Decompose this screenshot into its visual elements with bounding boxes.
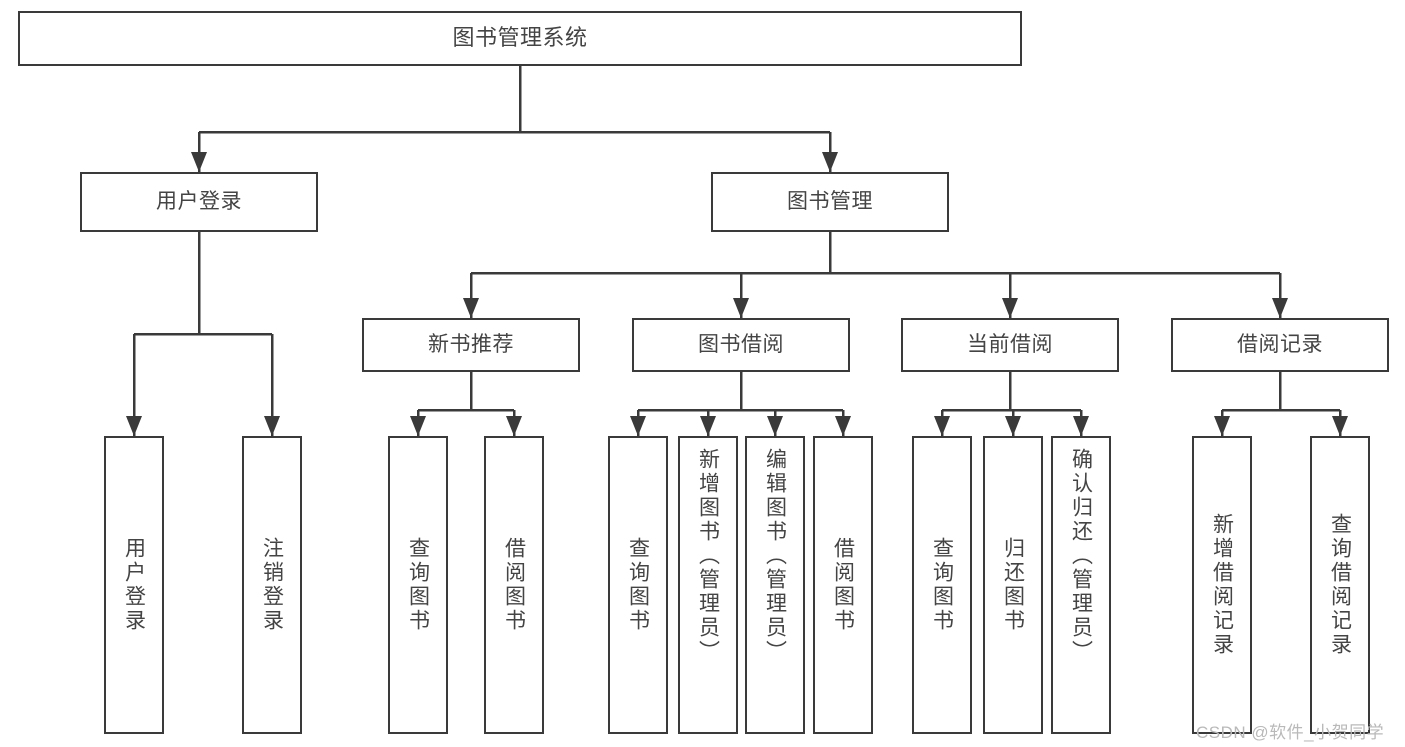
node-leaf-user-login[interactable]: 用户登录 <box>104 436 164 734</box>
node-label-leaf-add-book: 新增图书（管理员） <box>696 448 720 664</box>
node-leaf-query-record[interactable]: 查询借阅记录 <box>1310 436 1370 734</box>
node-label-leaf-query-book-1: 查询图书 <box>406 537 430 633</box>
node-label-leaf-confirm-return: 确认归还（管理员） <box>1069 448 1093 664</box>
node-leaf-return-book[interactable]: 归还图书 <box>983 436 1043 734</box>
node-leaf-edit-book[interactable]: 编辑图书（管理员） <box>745 436 805 734</box>
node-leaf-query-book-3[interactable]: 查询图书 <box>912 436 972 734</box>
watermark-text: CSDN @软件_小贺同学 <box>1196 723 1385 742</box>
node-label-leaf-edit-book: 编辑图书（管理员） <box>763 448 787 664</box>
node-leaf-query-book-1[interactable]: 查询图书 <box>388 436 448 734</box>
node-label-book-borrow: 图书借阅 <box>698 333 784 357</box>
node-label-leaf-return-book: 归还图书 <box>1001 537 1025 633</box>
node-leaf-add-book[interactable]: 新增图书（管理员） <box>678 436 738 734</box>
node-leaf-confirm-return[interactable]: 确认归还（管理员） <box>1051 436 1111 734</box>
node-label-leaf-query-book-2: 查询图书 <box>626 537 650 633</box>
node-label-book-manage: 图书管理 <box>787 190 873 214</box>
node-borrow-record[interactable]: 借阅记录 <box>1171 318 1389 372</box>
node-leaf-add-record[interactable]: 新增借阅记录 <box>1192 436 1252 734</box>
node-label-leaf-borrow-book-2: 借阅图书 <box>831 537 855 633</box>
node-label-borrow-record: 借阅记录 <box>1237 333 1323 357</box>
node-leaf-borrow-book-1[interactable]: 借阅图书 <box>484 436 544 734</box>
node-leaf-query-book-2[interactable]: 查询图书 <box>608 436 668 734</box>
node-label-new-book-rec: 新书推荐 <box>428 333 514 357</box>
node-current-borrow[interactable]: 当前借阅 <box>901 318 1119 372</box>
node-label-leaf-logout: 注销登录 <box>260 537 284 633</box>
node-label-leaf-user-login: 用户登录 <box>122 537 146 633</box>
node-book-manage[interactable]: 图书管理 <box>711 172 949 232</box>
node-book-borrow[interactable]: 图书借阅 <box>632 318 850 372</box>
node-label-root: 图书管理系统 <box>452 25 588 51</box>
node-user-login[interactable]: 用户登录 <box>80 172 318 232</box>
node-label-current-borrow: 当前借阅 <box>967 333 1053 357</box>
node-label-leaf-borrow-book-1: 借阅图书 <box>502 537 526 633</box>
node-leaf-borrow-book-2[interactable]: 借阅图书 <box>813 436 873 734</box>
node-new-book-rec[interactable]: 新书推荐 <box>362 318 580 372</box>
node-label-leaf-query-book-3: 查询图书 <box>930 537 954 633</box>
node-label-user-login: 用户登录 <box>156 190 242 214</box>
node-root[interactable]: 图书管理系统 <box>18 11 1022 66</box>
node-label-leaf-query-record: 查询借阅记录 <box>1328 513 1352 657</box>
node-label-leaf-add-record: 新增借阅记录 <box>1210 513 1234 657</box>
node-leaf-logout[interactable]: 注销登录 <box>242 436 302 734</box>
